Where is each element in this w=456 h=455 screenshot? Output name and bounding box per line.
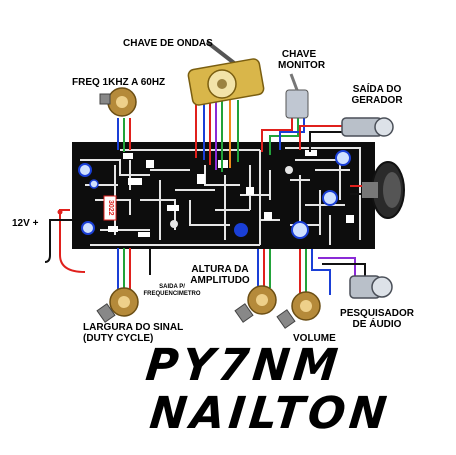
amplitude-label: ALTURA DA AMPLITUDO [190,264,250,286]
amplitude-label-line2: AMPLITUDO [190,275,250,286]
monitor-switch-label: CHAVE MONITOR [278,49,326,71]
amplitude-label-line1: ALTURA DA [191,264,249,275]
frequency-meter-output-label-line1: SAIDA P/ [159,284,185,290]
duty-potentiometer [96,287,139,323]
author-name: NAILTON [147,388,393,439]
freq-label: FREQ 1KHZ A 60HZ [72,77,166,88]
pcb-board [72,142,375,249]
speaker [362,161,405,219]
generator-output-label-line1: SAÍDA DO [352,84,402,95]
audio-probe-label-line2: DE ÁUDIO [352,319,402,330]
duty-cycle-label: LARGURA DO SINAL (DUTY CYCLE) [83,322,183,344]
duty-cycle-label-line1: LARGURA DO SINAL [83,322,184,333]
volume-potentiometer [276,291,321,329]
wave-switch-label: CHAVE DE ONDAS [123,38,213,49]
wave-switch [187,40,265,106]
volume-label: VOLUME [293,333,336,344]
frequency-meter-output-label: SAIDA P/ FREQUENCIMETRO [138,284,206,298]
frequency-meter-output-label-line2: FREQUENCIMETRO [143,291,201,297]
freq-potentiometer [99,87,137,117]
wires [44,100,366,295]
generator-output-jack [341,117,394,137]
amplitude-potentiometer [234,285,277,323]
supply-label: 12V + [12,218,39,229]
generator-output-label-line2: GERADOR [351,95,403,106]
audio-probe-label: PESQUISADOR DE ÁUDIO [340,308,414,330]
monitor-switch-label-line1: CHAVE [281,49,317,60]
author-callsign: PY7NM [143,340,345,391]
generator-output-label: SAÍDA DO GERADOR [346,84,408,106]
pcb-marking: 3022 [106,200,115,216]
monitor-toggle-switch [285,73,309,119]
probe-jack [349,275,393,299]
monitor-switch-label-line2: MONITOR [278,60,326,71]
duty-cycle-label-line2: (DUTY CYCLE) [83,333,154,344]
audio-probe-label-line1: PESQUISADOR [340,308,414,319]
supply-terminal [57,209,63,215]
